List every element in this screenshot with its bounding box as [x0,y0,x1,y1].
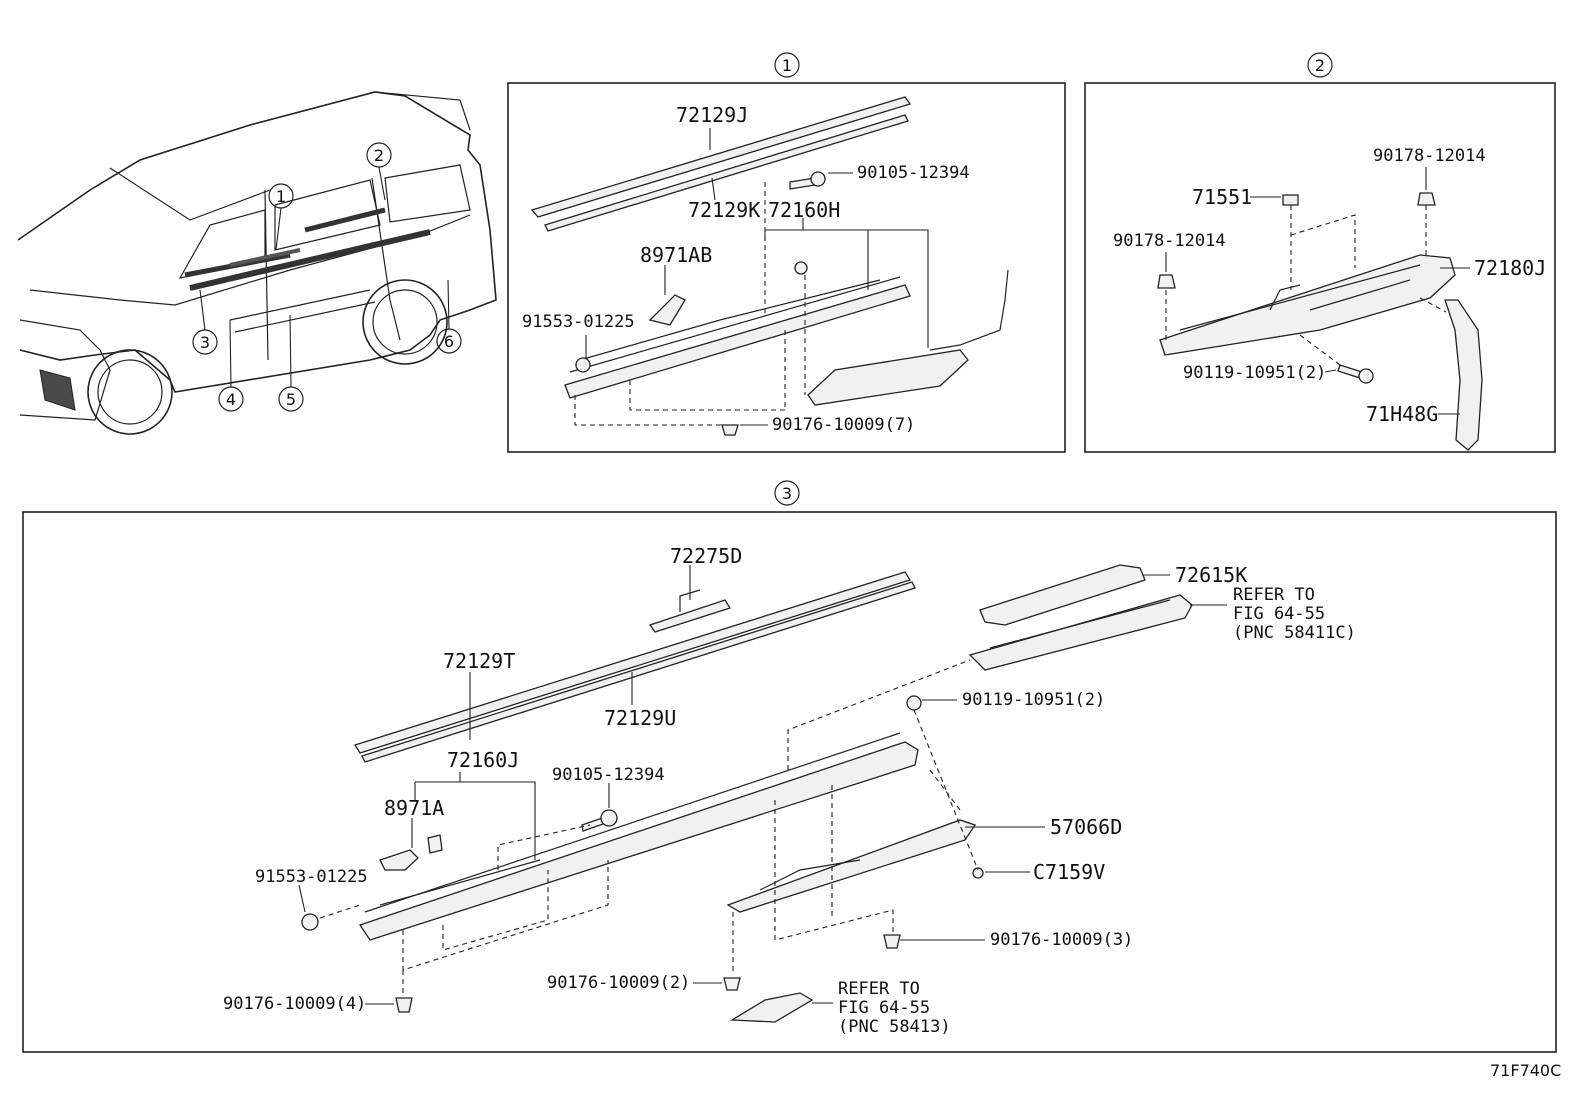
label-refer-58413-line3: (PNC 58413) [838,1017,951,1037]
label-72129K: 72129K [688,198,760,222]
section-1-frame [507,82,1066,453]
label-71H48G: 71H48G [1366,402,1438,426]
molding-72129K [544,114,909,232]
clip-90176-10009 [721,424,739,436]
nut-C7159V [972,867,984,879]
section-2: 2 90178-12014 71551 90178-12014 [1084,52,1556,453]
label-72180J: 72180J [1474,256,1546,280]
svg-text:3: 3 [200,333,210,352]
label-refer-58411C-line2: FIG 64-55 [1233,604,1325,624]
callout-5: 5 [278,314,304,412]
section-3: 3 [22,480,1557,1053]
callout-6: 6 [436,279,462,354]
trim-57066D [726,819,977,913]
label-refer-58413-line1: REFER TO [838,979,920,999]
bolt-90119-10951-s3 [906,695,922,711]
scuff-58411C [968,594,1193,671]
label-90119-10951-s3: 90119-10951(2) [962,690,1105,710]
garnish-72180J [1159,254,1456,356]
label-72160H: 72160H [768,198,840,222]
label-90176-10009-7: 90176-10009(7) [772,415,915,435]
label-72129U: 72129U [604,706,676,730]
molding-72129J [530,96,912,218]
svg-text:6: 6 [444,332,454,351]
label-90119-10951: 90119-10951(2) [1183,363,1326,383]
label-71551: 71551 [1192,185,1252,209]
label-8971AB: 8971AB [640,243,712,267]
plate-72615K [979,564,1146,626]
label-72160J: 72160J [447,748,519,772]
callout-4: 4 [218,319,244,412]
label-91553-01225: 91553-01225 [522,312,635,332]
label-72275D: 72275D [670,544,742,568]
nut-90178-12014-b [1157,274,1176,289]
svg-text:1: 1 [276,187,286,206]
label-90176-10009-4: 90176-10009(4) [223,994,366,1014]
label-refer-58411C-line1: REFER TO [1233,585,1315,605]
svg-text:4: 4 [226,390,236,409]
label-72129T: 72129T [443,649,515,673]
clip-8971AB [648,294,686,326]
label-90176-10009-2: 90176-10009(2) [547,973,690,993]
label-72615K: 72615K [1175,563,1247,587]
nut-90178-12014-a [1417,192,1436,206]
label-C7159V: C7159V [1033,860,1105,884]
molding-72129U [361,581,916,763]
section-1-number: 1 [782,56,792,75]
clip-90176-10009-4 [395,997,413,1013]
section-2-number: 2 [1315,56,1325,75]
clip-90176-10009-3 [883,934,901,949]
clip-8971A [379,849,419,871]
callout-1: 1 [268,183,294,251]
diagram-id: 71F740C [1490,1061,1561,1080]
section-3-number: 3 [782,484,792,503]
step-lamp-58413 [729,992,814,1023]
section-3-marker [774,480,800,506]
label-72129J: 72129J [676,103,748,127]
screw-91553-01225 [575,357,591,373]
garnish-72160J [358,741,919,941]
molding-72129T [354,571,911,754]
garnish-72160H [564,284,911,399]
section-3-frame [22,511,1557,1053]
section-1: 1 [507,52,1066,453]
label-8971A: 8971A [384,796,444,820]
svg-text:2: 2 [374,146,384,165]
vehicle-illustration [17,91,497,435]
step-lamp [807,349,969,406]
section-1-marker [774,52,800,78]
clip-72275D [648,599,731,633]
svg-text:5: 5 [286,390,296,409]
section-2-marker [1307,52,1333,78]
label-90105-12394: 90105-12394 [857,163,970,183]
callout-2: 2 [366,142,392,201]
label-refer-58411C-line3: (PNC 58411C) [1233,623,1356,643]
label-refer-58413-line2: FIG 64-55 [838,998,930,1018]
clip-90176-10009-2 [723,977,741,991]
callout-3: 3 [192,289,218,355]
label-57066D: 57066D [1050,815,1122,839]
screw-91553-01225-s3 [301,913,319,931]
vehicle-callouts: 1 2 3 4 5 6 [192,142,462,412]
label-90178-12014-left: 90178-12014 [1113,231,1226,251]
label-91553-01225-s3: 91553-01225 [255,867,368,887]
label-90105-12394-s3: 90105-12394 [552,765,665,785]
trim-71H48G [1444,299,1483,451]
label-90178-12014-top: 90178-12014 [1373,146,1486,166]
label-90176-10009-3: 90176-10009(3) [990,930,1133,950]
section-2-frame [1084,82,1556,453]
nut-71551 [1282,194,1299,206]
